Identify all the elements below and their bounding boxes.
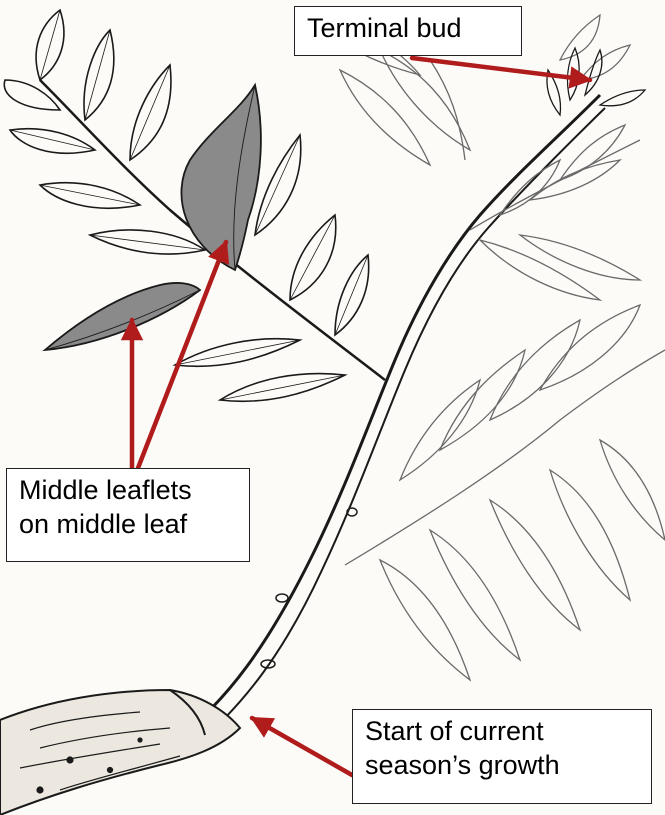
stem-bud-1 — [276, 594, 288, 602]
arrow-terminal-bud — [412, 58, 590, 80]
highlighted-leaflet-lower — [45, 283, 200, 350]
start-growth-text-line2: season’s growth — [365, 748, 639, 782]
arrow-start-growth — [252, 718, 352, 775]
middle-leaflets-text-line1: Middle leaflets — [19, 473, 237, 507]
terminal-bud-label: Terminal bud — [294, 6, 522, 56]
start-growth-label: Start of current season’s growth — [352, 709, 652, 804]
start-growth-text-line1: Start of current — [365, 714, 639, 748]
old-wood-branch — [0, 690, 240, 815]
middle-leaflets-text-line2: on middle leaf — [19, 507, 237, 541]
terminal-bud-text: Terminal bud — [307, 11, 509, 45]
middle-leaflets-label: Middle leaflets on middle leaf — [6, 468, 250, 562]
